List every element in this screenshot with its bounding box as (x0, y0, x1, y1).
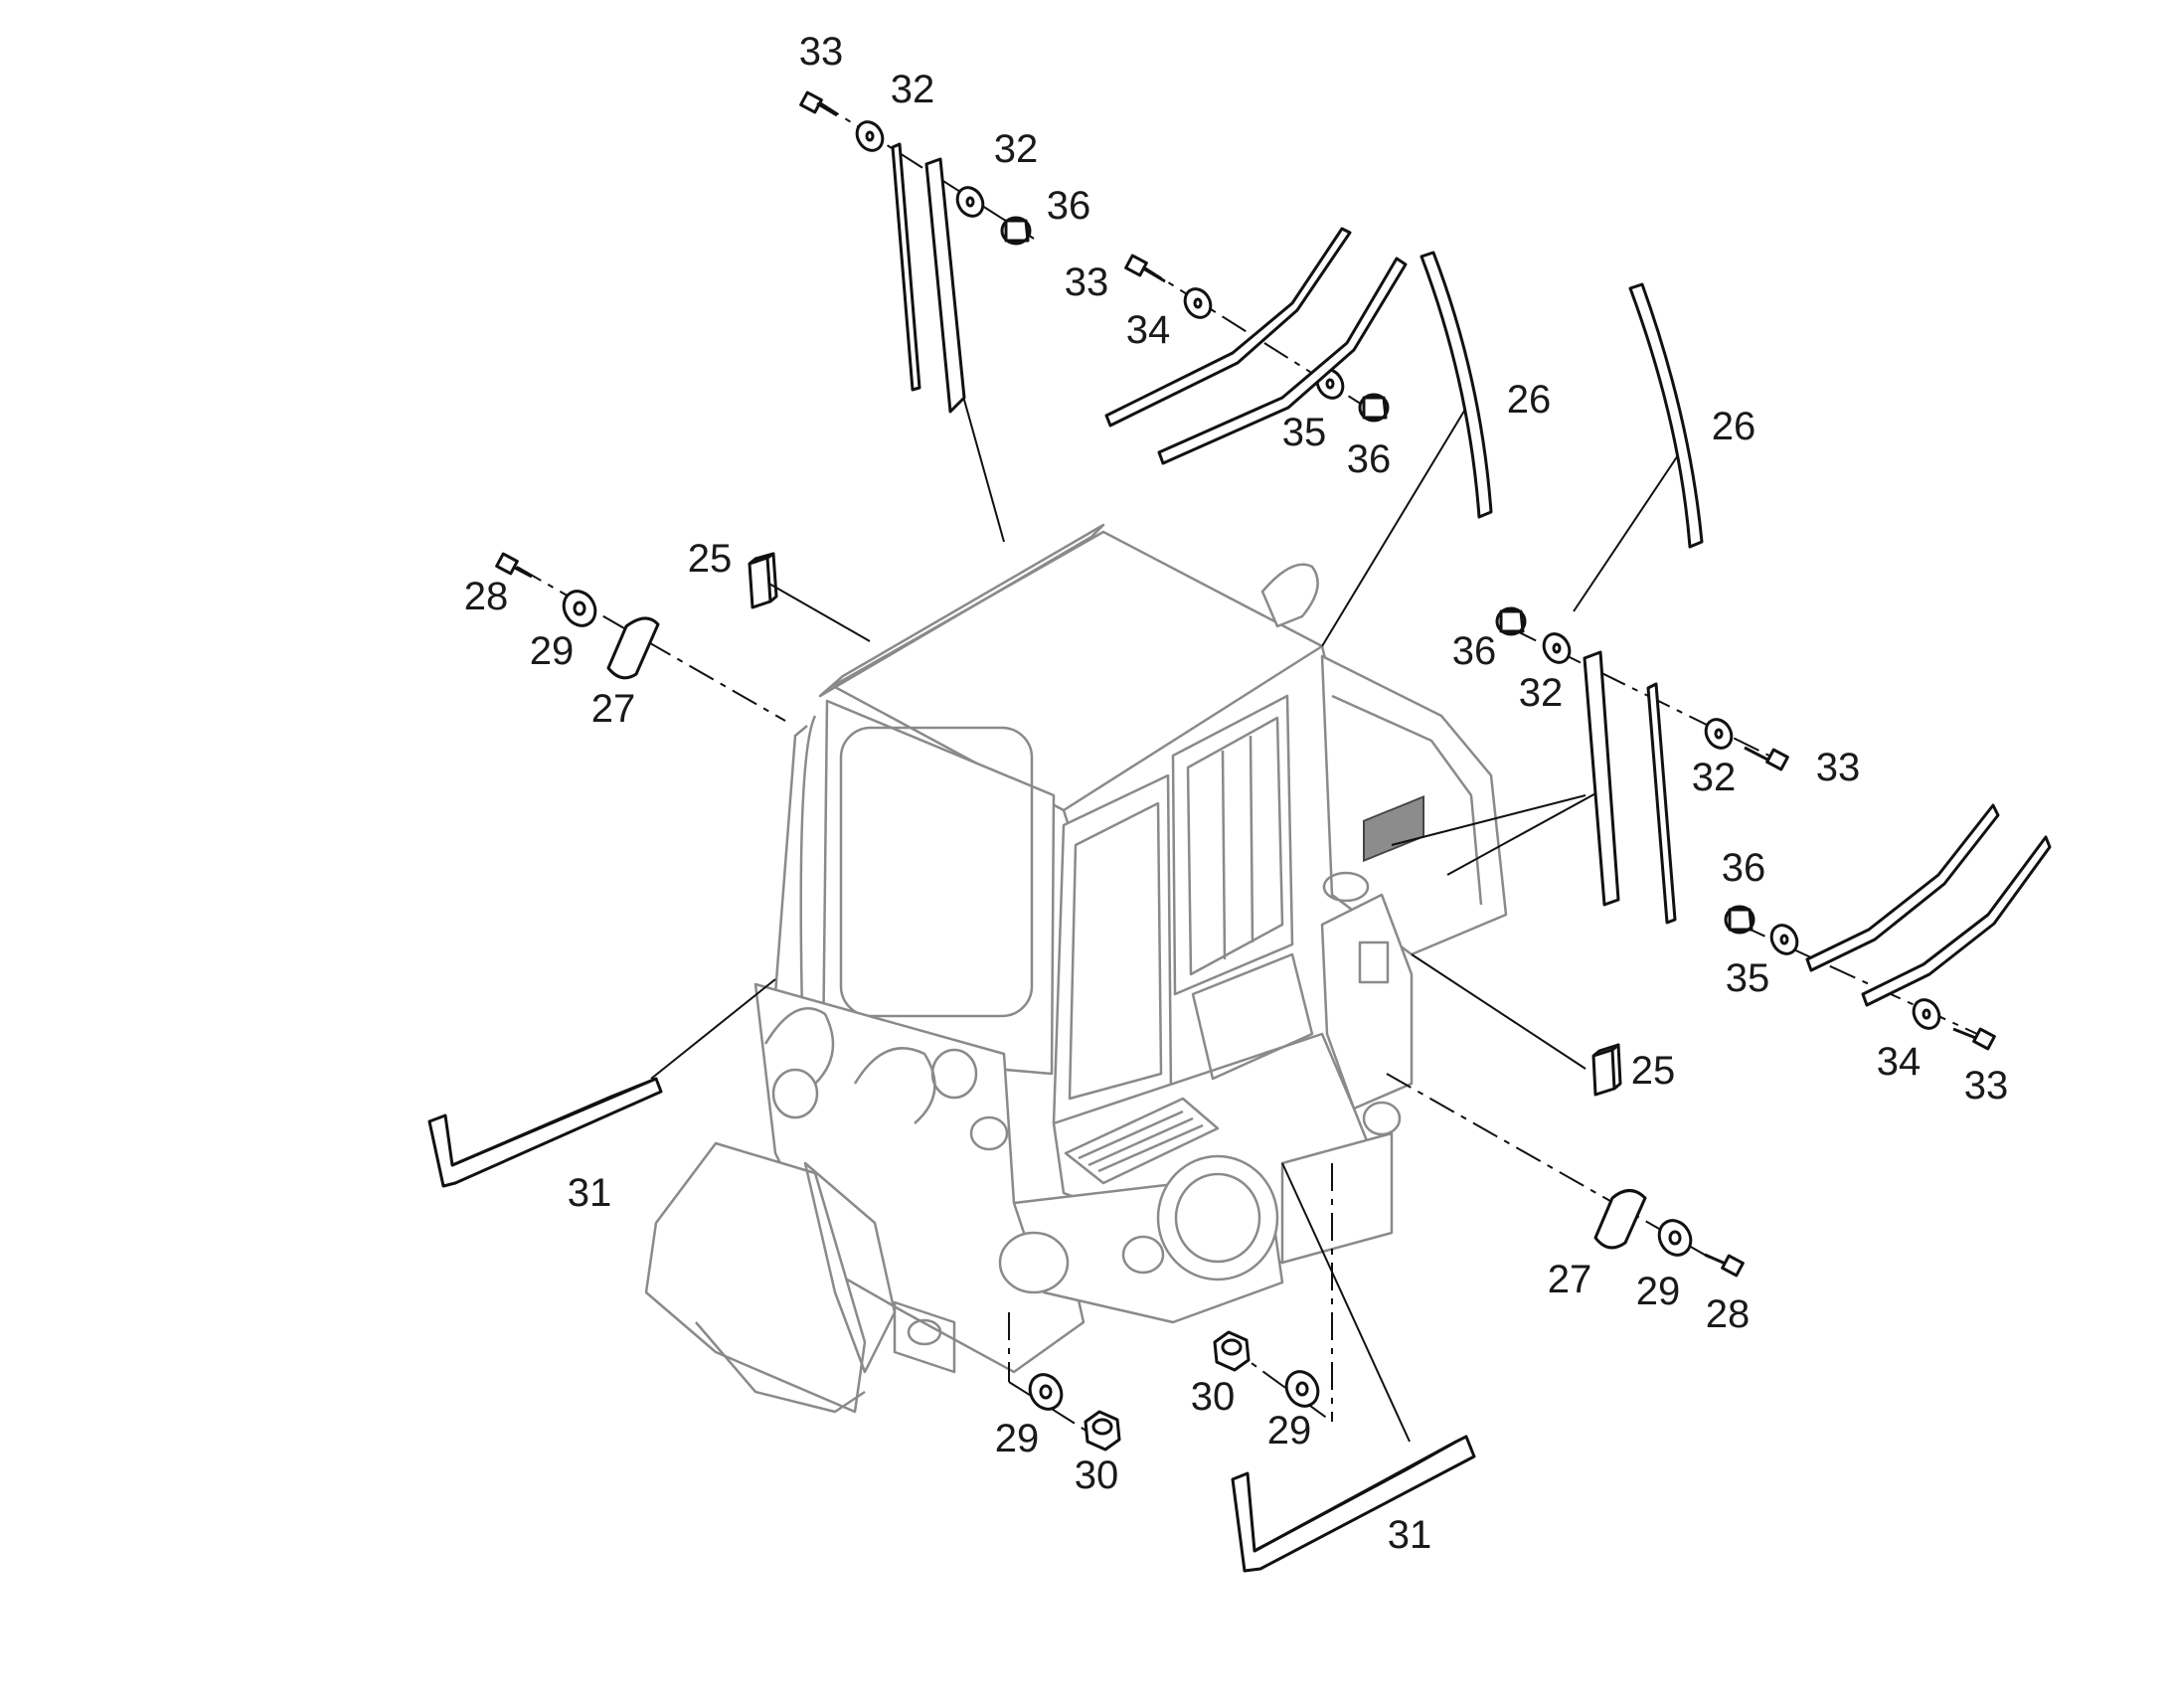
part-31-bar-bottom (1231, 1435, 1476, 1573)
callout-26-left: 26 (1507, 378, 1552, 422)
callout-28-right: 28 (1706, 1292, 1751, 1336)
part-strip-diagonal-right (1805, 803, 2052, 1007)
part-29-washer-bottom (1284, 1370, 1320, 1408)
part-27-plate-right (1593, 1189, 1647, 1250)
part-36-nut-top (1000, 216, 1032, 246)
callout-29-bottom-left: 29 (995, 1417, 1040, 1460)
machine-cab-and-frame (644, 523, 1508, 1414)
part-32-washer-top-2 (955, 186, 985, 218)
leader-lines (650, 317, 1681, 1443)
part-32-washer-right-2 (1704, 718, 1734, 750)
callout-labels: 33 32 32 36 33 34 35 36 26 26 25 28 29 2… (464, 30, 2009, 1557)
callout-35-lower-right: 35 (1726, 956, 1770, 1000)
part-28-bolt-left (495, 552, 533, 579)
callout-25-lower: 25 (1631, 1049, 1676, 1093)
part-26-seal-left (1420, 251, 1493, 519)
part-29-washer-right (1657, 1219, 1693, 1257)
part-25-block-lower (1591, 1043, 1622, 1097)
callout-33-right: 33 (1816, 746, 1861, 789)
callout-34-mid: 34 (1126, 308, 1171, 352)
callout-31-bottom: 31 (1388, 1513, 1432, 1557)
part-strip-vertical-right (1583, 650, 1677, 925)
part-33-bolt-lower-right (1952, 1027, 1996, 1051)
callout-33-top: 33 (799, 30, 844, 74)
part-35-washer-lower-right (1769, 924, 1799, 955)
callout-27-left: 27 (591, 687, 636, 731)
callout-29-right: 29 (1636, 1270, 1681, 1313)
part-27-plate-left (606, 616, 660, 680)
callout-32-right-2: 32 (1692, 756, 1737, 799)
part-29-washer-left (562, 590, 597, 627)
callout-29-left: 29 (530, 629, 575, 673)
part-36-nut-right (1495, 606, 1527, 636)
callout-36-right: 36 (1452, 629, 1497, 673)
part-33-bolt-right (1744, 746, 1789, 771)
part-strip-diagonal-top (1104, 227, 1408, 465)
part-28-bolt-right (1704, 1253, 1745, 1278)
callout-32-top-2: 32 (994, 127, 1039, 171)
callout-33-mid: 33 (1065, 260, 1109, 304)
part-32-washer-right (1542, 632, 1572, 664)
part-32-washer-top (855, 120, 885, 152)
callout-25-top: 25 (688, 537, 733, 581)
callout-30-bottom: 30 (1191, 1375, 1236, 1419)
callout-35-mid: 35 (1282, 411, 1327, 454)
callout-27-right: 27 (1548, 1258, 1592, 1301)
part-34-washer-lower-right (1912, 998, 1941, 1030)
callout-33-lower-right: 33 (1964, 1064, 2009, 1108)
callout-32-top: 32 (891, 68, 935, 111)
part-29-washer-bottom-left (1028, 1373, 1064, 1411)
part-25-block-top (748, 552, 778, 609)
callout-31-left: 31 (568, 1171, 612, 1215)
part-36-nut-mid (1358, 393, 1390, 423)
part-strip-vertical-left (891, 142, 966, 414)
callout-36-mid: 36 (1347, 437, 1392, 481)
callout-36-lower-right: 36 (1722, 846, 1766, 890)
part-33-bolt-top (799, 90, 838, 117)
callout-34-lower-right: 34 (1877, 1040, 1922, 1084)
part-31-bar-left (427, 1077, 663, 1188)
callout-30-bottom-left: 30 (1075, 1453, 1119, 1497)
callout-28-left: 28 (464, 575, 509, 618)
callout-26-right: 26 (1712, 405, 1756, 448)
part-30-nut-bottom (1213, 1330, 1251, 1372)
callout-29-bottom: 29 (1267, 1409, 1312, 1452)
part-30-nut-bottom-left (1084, 1410, 1121, 1452)
callout-32-right: 32 (1519, 671, 1564, 715)
callout-36-top: 36 (1047, 184, 1091, 228)
part-33-bolt-mid (1124, 254, 1166, 283)
part-34-washer (1183, 287, 1213, 319)
part-26-seal-right (1628, 282, 1704, 549)
part-36-nut-lower-right (1724, 905, 1755, 935)
